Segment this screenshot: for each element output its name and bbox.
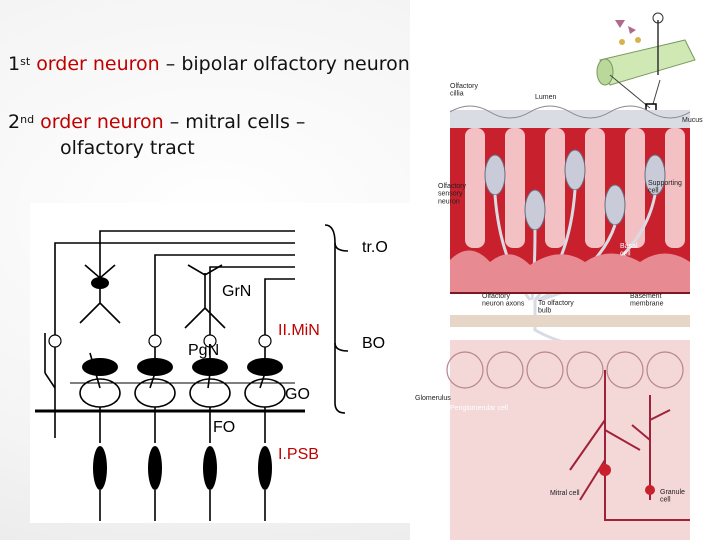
label-periglomerular-cell: Periglomerular cell (450, 405, 508, 412)
label-grn: GrN (222, 283, 251, 300)
bullet1-term: order neuron (36, 53, 160, 75)
label-mucus: Mucus (682, 117, 703, 124)
olfactory-bulb-schematic: tr.O GrN PgN BO GO FO II.MiN I.PSB (30, 203, 410, 523)
bullet2-rest: – mitral cells – (163, 111, 306, 133)
label-bo: BO (362, 335, 385, 352)
label-lumen: Lumen (535, 94, 557, 101)
bullet-second-order: 2nd order neuron – mitral cells – (8, 110, 305, 134)
bullet1-ordinal: 1 (8, 53, 21, 75)
label-go: GO (285, 386, 310, 403)
bullet1-rest: – bipolar olfactory neurons (159, 53, 420, 75)
bullet2-continuation: olfactory tract (60, 137, 195, 159)
bullet2-term: order neuron (40, 111, 164, 133)
label-tr-o: tr.O (362, 239, 388, 256)
bullet2-ordinal: 2 (8, 111, 21, 133)
label-mitral-cell: Mitral cell (550, 490, 580, 497)
cilium-inset (596, 12, 696, 115)
bullet2-sup: nd (20, 113, 35, 126)
label-ii-min: II.MiN (278, 322, 320, 339)
label-i-psb: I.PSB (278, 446, 319, 463)
bullet-first-order: 1st order neuron – bipolar olfactory neu… (8, 52, 420, 76)
label-pgn: PgN (188, 342, 219, 359)
label-glomerulus: Glomerulus (415, 395, 451, 402)
label-fo: FO (213, 419, 235, 436)
bullet1-sup: st (20, 55, 31, 68)
